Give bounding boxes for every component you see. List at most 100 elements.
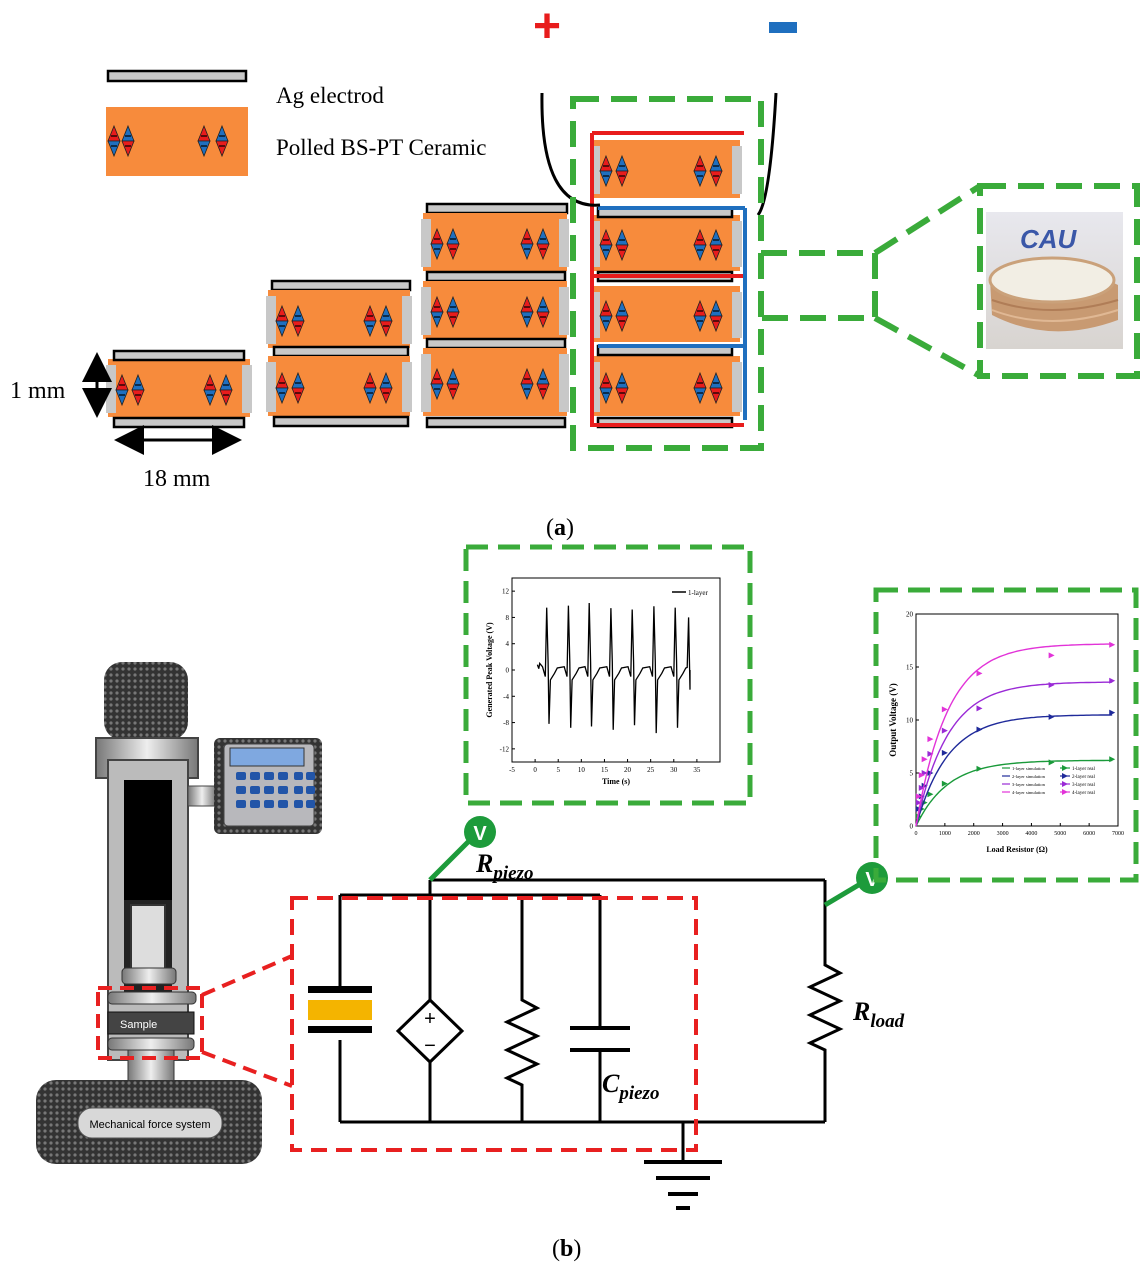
ag-electrode: [272, 415, 410, 428]
ag-electrode: [272, 345, 410, 358]
legend-label: 4-layer real: [1072, 791, 1096, 796]
dipole-icon: [599, 299, 613, 333]
data-point: [1109, 677, 1116, 684]
side-electrode: [590, 221, 600, 267]
keypad-key: [306, 772, 315, 780]
r-load-resistor-icon: [806, 960, 844, 1068]
y-tick-label: -12: [500, 745, 510, 753]
side-electrode: [266, 296, 276, 344]
dipole-icon: [430, 295, 444, 329]
legend-label: 3-layer real: [1072, 783, 1096, 788]
x-tick-label: 4000: [1025, 831, 1037, 837]
x-tick-label: 2000: [968, 831, 980, 837]
legend-label: 1-layer simulation: [1012, 766, 1046, 771]
simulation-curve: [915, 681, 1113, 827]
x-axis-label: Time (s): [602, 777, 630, 786]
dipole-icon: [215, 124, 229, 158]
side-electrode: [421, 287, 431, 335]
ceramic-layer: [266, 356, 412, 416]
data-point: [915, 793, 922, 800]
side-electrode: [590, 146, 600, 194]
data-point: [976, 705, 983, 712]
dipole-icon: [693, 228, 707, 262]
data-point: [941, 727, 948, 734]
machine-top-cap: [104, 662, 188, 740]
side-electrode: [266, 362, 276, 412]
dipole-icon: [379, 371, 393, 405]
negative-lead-wire: [756, 92, 778, 216]
side-electrode: [402, 362, 412, 412]
data-point: [941, 706, 948, 713]
dipole-icon: [536, 367, 550, 401]
dipole-icon: [536, 227, 550, 261]
dipole-icon: [599, 228, 613, 262]
legend-label: 4-layer simulation: [1012, 790, 1046, 795]
keypad-key: [236, 786, 246, 794]
voltage-chart-frame: [463, 544, 753, 806]
ceramic-layer: [590, 286, 742, 342]
dependent-source-icon: [395, 997, 465, 1065]
ceramic-layer: [590, 215, 742, 271]
x-tick-label: 25: [647, 766, 655, 774]
x-tick-label: 0: [915, 831, 918, 837]
load-chart-frame: [873, 587, 1139, 883]
r-piezo-resistor-icon: [503, 995, 541, 1090]
dipole-icon: [446, 295, 460, 329]
dipole-icon: [446, 367, 460, 401]
ceramic-stacks: [106, 131, 747, 429]
keypad-key: [264, 786, 274, 794]
keypad-key: [278, 786, 288, 794]
y-tick-label: 4: [506, 640, 510, 648]
legend-label: 1-layer: [688, 589, 708, 597]
keypad-key: [236, 800, 246, 808]
mechanical-force-machine: Sample Mechanical force system: [36, 662, 322, 1164]
positive-terminal-icon: +: [533, 0, 561, 53]
dipole-icon: [520, 367, 534, 401]
piezo-model-box: [290, 896, 698, 1152]
x-tick-label: 10: [578, 766, 586, 774]
dipole-icon: [693, 299, 707, 333]
ag-electrode: [425, 416, 567, 429]
x-tick-label: 5000: [1054, 831, 1066, 837]
ceramic-layer: [421, 281, 569, 339]
caption-a: (a): [546, 515, 574, 541]
data-point: [918, 772, 925, 779]
dipole-icon: [203, 373, 217, 407]
legend-label: 1-layer real: [1072, 767, 1096, 772]
legend-marker: [1062, 773, 1068, 779]
legend: Ag electrod Polled BS-PT Ceramic: [106, 69, 486, 176]
electrode-legend-swatch: [106, 69, 248, 83]
y-tick-label: 5: [910, 770, 914, 778]
x-tick-label: -5: [509, 766, 515, 774]
legend-marker: [1062, 765, 1068, 771]
dipole-icon: [709, 154, 723, 188]
side-electrode: [421, 219, 431, 267]
dipole-icon: [291, 371, 305, 405]
dipole-icon: [615, 228, 629, 262]
zoom-connector: [761, 250, 878, 321]
data-point: [1048, 759, 1055, 766]
keypad-key: [236, 772, 246, 780]
width-label: 18 mm: [143, 466, 211, 492]
keypad-key: [294, 772, 303, 780]
side-electrode: [242, 365, 252, 413]
y-tick-label: 20: [906, 611, 914, 619]
legend-label: 3-layer simulation: [1012, 782, 1046, 787]
keypad-key: [294, 800, 303, 808]
data-point: [976, 670, 983, 677]
dipole-icon: [615, 154, 629, 188]
y-tick-label: -8: [503, 719, 509, 727]
negative-terminal-icon: [769, 22, 797, 33]
data-point: [921, 756, 928, 763]
ceramic-legend-label: Polled BS-PT Ceramic: [276, 135, 486, 160]
keypad-key: [278, 800, 288, 808]
ceramic-layer: [106, 359, 252, 417]
ag-electrode: [270, 279, 412, 292]
dipole-icon: [197, 124, 211, 158]
ag-electrode: [112, 349, 246, 362]
dipole-icon: [107, 124, 121, 158]
x-tick-label: 5: [556, 766, 560, 774]
legend-marker: [1062, 781, 1068, 787]
side-electrode: [402, 296, 412, 344]
